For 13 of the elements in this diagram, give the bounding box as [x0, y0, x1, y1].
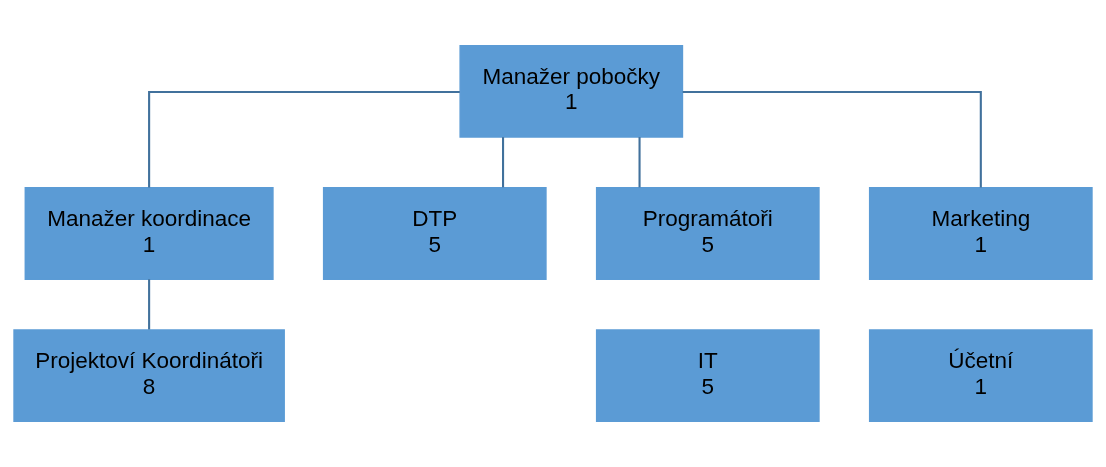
connector [638, 137, 641, 188]
node-box: IT 5 [595, 329, 820, 423]
node-box: Projektoví Koordinátoři 8 [13, 329, 285, 423]
node-box: DTP 5 [322, 187, 547, 280]
node-box: Manažer koordinace 1 [24, 187, 274, 280]
connector [682, 91, 982, 188]
node-box: Marketing 1 [868, 187, 1093, 280]
node-box: Manažer pobočky 1 [459, 44, 684, 138]
connector [148, 91, 460, 188]
node-box: Účetní 1 [868, 329, 1093, 423]
connector [502, 137, 505, 188]
connector [148, 279, 151, 330]
node-box: Programátoři 5 [595, 187, 820, 280]
